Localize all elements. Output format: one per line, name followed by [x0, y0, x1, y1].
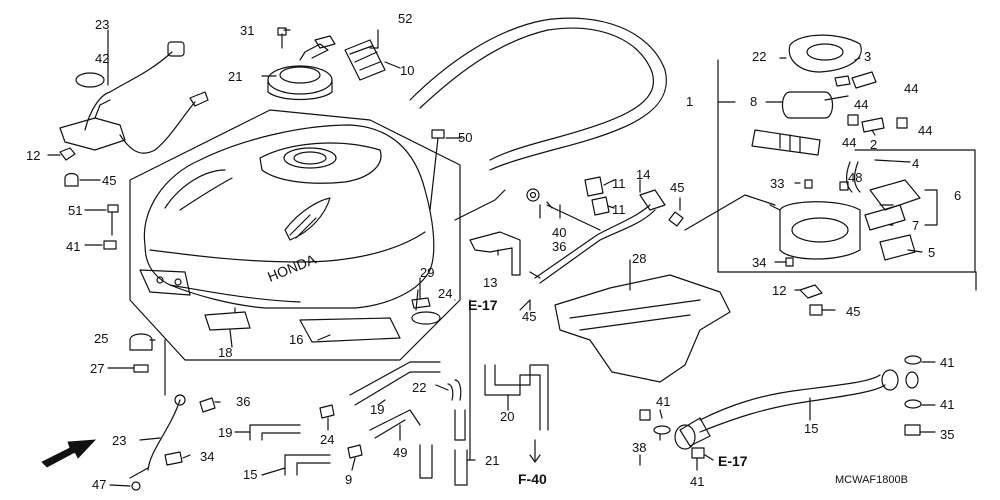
callout-11a: 11	[612, 176, 626, 191]
callout-38: 36	[552, 239, 567, 254]
callout-2: 2	[870, 137, 878, 152]
callout-41d: 41	[690, 474, 705, 489]
callout-52: 52	[398, 11, 413, 26]
callout-28: 24	[320, 432, 335, 447]
callout-19a: 19	[370, 402, 385, 417]
callout-11b: 11	[612, 202, 626, 217]
callout-25: 21	[228, 69, 243, 84]
heat-guard	[554, 274, 731, 383]
svg-text:HONDA: HONDA	[265, 251, 318, 285]
callout-3: 3	[864, 49, 872, 64]
callout-47: 47	[92, 477, 107, 492]
callout-9: 9	[345, 472, 353, 487]
callout-16: 16	[289, 332, 304, 347]
callout-36b: 34	[752, 255, 767, 270]
callout-44a: 44	[904, 81, 919, 96]
callout-29: 25	[94, 331, 109, 346]
callout-45a: 45	[670, 180, 685, 195]
callout-18: 18	[218, 345, 233, 360]
callout-13: 13	[483, 275, 498, 290]
fuel-tank	[143, 124, 435, 309]
callout-12: 12	[26, 148, 41, 163]
callout-37: 36	[236, 394, 251, 409]
callout-34: 34	[200, 449, 215, 464]
callout-44c: 44	[918, 123, 933, 138]
callout-20: 20	[500, 409, 515, 424]
callout-31: 28	[632, 251, 647, 266]
callout-45b: 45	[522, 309, 537, 324]
callout-44d: 44	[842, 135, 857, 150]
callout-46: 45	[102, 173, 117, 188]
callout-14: 14	[636, 167, 651, 182]
callout-36a: 33	[770, 176, 785, 191]
callout-22: 22	[752, 49, 767, 64]
callout-15: 15	[804, 421, 819, 436]
callout-1: 1	[686, 94, 694, 109]
callout-10: 10	[400, 63, 415, 78]
callout-7: 7	[912, 218, 920, 233]
callout-51: 51	[68, 203, 83, 218]
callout-41b: 41	[940, 397, 955, 412]
callout-8: 8	[750, 94, 758, 109]
callout-41a: 41	[940, 355, 955, 370]
callout-48: 48	[848, 170, 863, 185]
callout-12b: 12	[772, 283, 787, 298]
callout-35: 35	[940, 427, 955, 442]
callout-43: 42	[95, 51, 110, 66]
callout-41c: 41	[656, 394, 671, 409]
tank-group-outline	[129, 109, 461, 361]
callout-4: 4	[912, 156, 920, 171]
callout-6: 6	[954, 188, 962, 203]
callout-39: 38	[632, 440, 647, 455]
callout-50: 50	[458, 130, 473, 145]
callout-40: 40	[552, 225, 567, 240]
callout-26: 22	[412, 380, 427, 395]
callout-42: 41	[66, 239, 81, 254]
callout-5: 5	[928, 245, 936, 260]
callout-21: 21	[485, 453, 500, 468]
callout-33: 31	[240, 23, 255, 38]
callout-49: 49	[393, 445, 408, 460]
callout-30: 27	[90, 361, 105, 376]
xref-e17-b[interactable]: E-17	[718, 453, 748, 469]
callout-44b: 44	[854, 97, 869, 112]
diagram-code: MCWAF1800B	[835, 474, 908, 486]
xref-e17-a[interactable]: E-17	[468, 297, 498, 313]
callout-24: 24	[438, 286, 453, 301]
xref-f40[interactable]: F-40	[518, 471, 547, 487]
callout-23: 23	[112, 433, 127, 448]
front-direction-arrow	[41, 439, 96, 468]
callout-17: 15	[243, 467, 258, 482]
callout-27: 23	[95, 17, 110, 32]
callout-32: 29	[420, 265, 435, 280]
callout-19b: 19	[218, 425, 233, 440]
fuel-pump-group-outline	[717, 59, 976, 273]
callout-46b: 45	[846, 304, 861, 319]
